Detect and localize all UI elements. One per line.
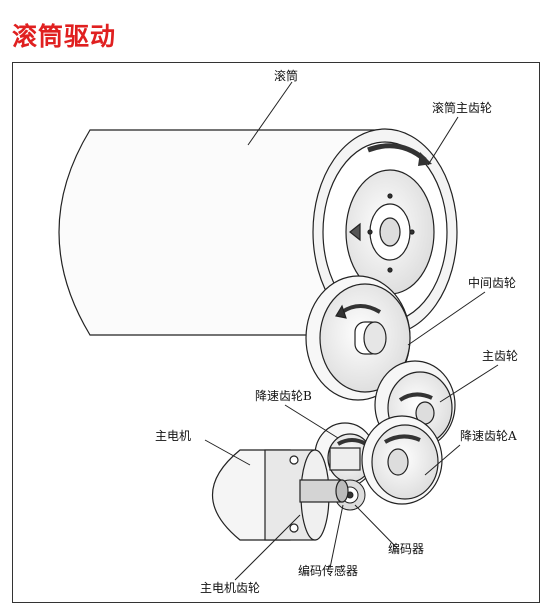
label-drum-main-gear: 滚筒主齿轮 [432,100,492,115]
page-title: 滚筒驱动 [12,22,117,51]
label-reduction-gear-b: 降速齿轮B [255,389,312,403]
intermediate-gear [305,275,411,401]
diagram-frame [12,62,540,603]
leader-lines [204,81,499,581]
label-main-motor: 主电机 [155,429,191,443]
reduction-gear-a [361,415,443,505]
label-drum: 滚筒 [274,68,298,83]
label-encoder-sensor: 编码传感器 [298,563,358,578]
reduction-gear-b [314,422,376,488]
label-main-motor-gear: 主电机齿轮 [200,581,260,595]
drum-rotation-arrow-icon [367,143,432,166]
main-motor [211,449,349,541]
label-reduction-gear-a: 降速齿轮A [460,429,517,443]
label-encoder: 编码器 [388,541,424,556]
label-main-gear: 主齿轮 [482,349,518,363]
label-intermediate-gear: 中间齿轮 [468,275,516,290]
